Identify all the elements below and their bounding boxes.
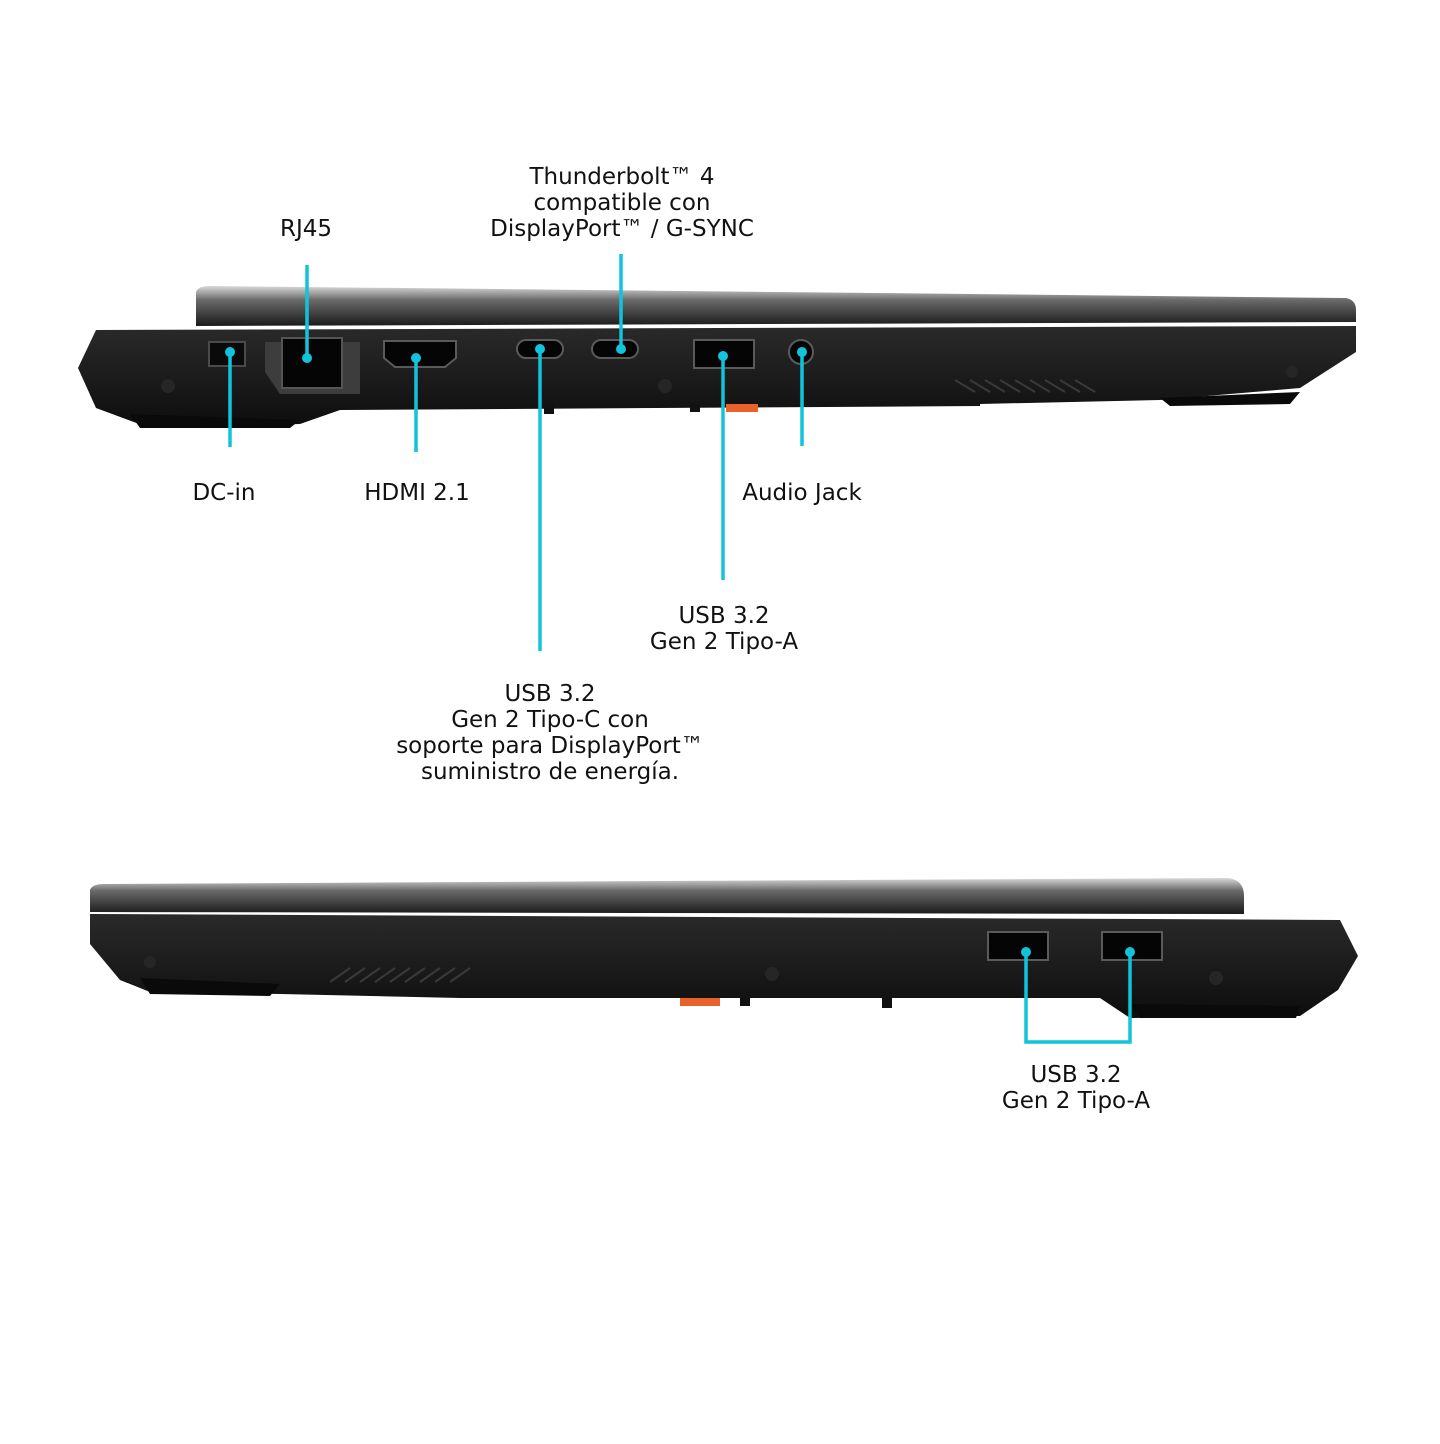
callout-lines-right	[1021, 947, 1135, 1044]
callout-dot	[411, 353, 421, 363]
usb-a-port-2	[1101, 931, 1163, 961]
label-rj45-text: RJ45	[279, 216, 333, 242]
label-hdmi-text: HDMI 2.1	[364, 480, 470, 506]
label-line: Thunderbolt™ 4	[529, 164, 715, 190]
label-line: compatible con	[533, 190, 711, 216]
label-line: Gen 2 Tipo-A	[649, 629, 799, 655]
screw	[1286, 366, 1298, 378]
foot-right	[1160, 392, 1300, 406]
label-audio-jack: Audio Jack	[722, 480, 882, 506]
peg	[882, 998, 892, 1008]
callout-lines-left	[225, 254, 807, 651]
foot-right	[1130, 1004, 1300, 1018]
label-line: soporte para DisplayPort™	[396, 733, 704, 759]
base-body	[90, 914, 1358, 1018]
foot-left	[130, 414, 300, 428]
hdmi-port	[383, 340, 457, 368]
foot-left	[140, 978, 280, 996]
callout-dot	[225, 347, 235, 357]
peg	[740, 998, 750, 1006]
vent-grille	[954, 379, 1096, 393]
laptop-right-side-view	[90, 878, 1358, 1044]
orange-accent	[726, 404, 758, 412]
callout-dot	[302, 353, 312, 363]
label-hdmi: HDMI 2.1	[342, 480, 492, 506]
vent-grille	[329, 967, 471, 983]
callout-dot	[1125, 947, 1135, 957]
label-line: USB 3.2	[678, 603, 770, 629]
screw	[161, 379, 175, 393]
peg	[544, 404, 554, 414]
label-thunderbolt: Thunderbolt™ 4 compatible con DisplayPor…	[462, 164, 782, 242]
screw	[144, 956, 156, 968]
orange-accent	[680, 998, 720, 1006]
callout-dot	[718, 351, 728, 361]
label-line: USB 3.2	[1030, 1062, 1122, 1088]
screw	[765, 967, 779, 981]
dc-in-port	[208, 341, 246, 367]
laptop-left-side-view	[78, 254, 1356, 651]
lid-top	[196, 286, 1356, 326]
lid-top	[90, 878, 1244, 914]
label-line: suministro de energía.	[420, 759, 680, 785]
callout-usb-a-bracket	[1024, 952, 1132, 1044]
label-dc-in: DC-in	[164, 480, 284, 506]
usb-a-port-1	[987, 931, 1049, 961]
thunderbolt-port	[591, 339, 639, 359]
label-usb-a-left: USB 3.2 Gen 2 Tipo-A	[632, 603, 816, 655]
rj45-port	[281, 337, 343, 389]
callout-dot	[535, 344, 545, 354]
label-usb-a-right: USB 3.2 Gen 2 Tipo-A	[984, 1062, 1168, 1114]
label-dc-in-text: DC-in	[192, 480, 256, 506]
label-line: Gen 2 Tipo-C con	[451, 707, 649, 733]
label-line: USB 3.2	[504, 681, 596, 707]
callout-dot	[616, 344, 626, 354]
label-audio-jack-text: Audio Jack	[742, 480, 862, 506]
callout-dot	[797, 347, 807, 357]
callout-dot	[1021, 947, 1031, 957]
label-usb-c: USB 3.2 Gen 2 Tipo-C con soporte para Di…	[376, 681, 724, 785]
peg	[690, 404, 700, 412]
screw	[1209, 971, 1223, 985]
screw	[658, 379, 672, 393]
label-rj45: RJ45	[246, 216, 366, 242]
label-line: DisplayPort™ / G-SYNC	[490, 216, 754, 242]
label-line: Gen 2 Tipo-A	[1001, 1088, 1151, 1114]
